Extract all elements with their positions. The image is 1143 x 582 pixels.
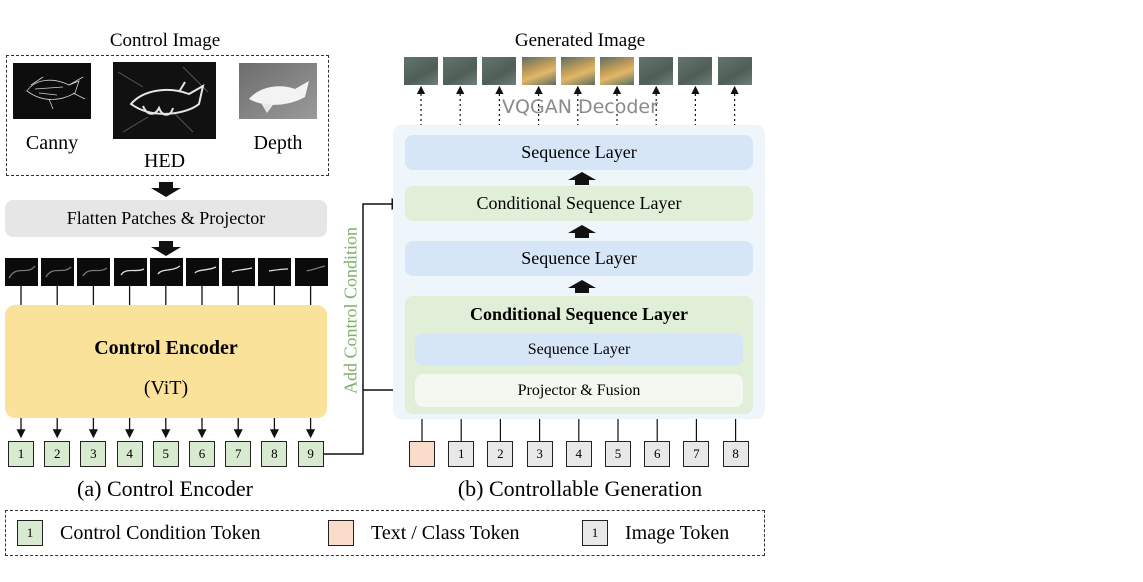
image-token: 1 — [448, 441, 475, 467]
down-arrow-icon — [151, 241, 181, 256]
inner-sequence-layer-label: Sequence Layer — [527, 340, 631, 358]
flatten-projector-box: Flatten Patches & Projector — [5, 200, 327, 237]
legend-control-token: 1 — [17, 520, 43, 546]
image-token: 8 — [722, 441, 749, 467]
control-patch — [222, 258, 256, 286]
control-patch — [77, 258, 111, 286]
generated-image-tile — [521, 57, 556, 85]
encoder-connectors — [16, 286, 316, 439]
control-token-number: 1 — [17, 446, 25, 461]
token-number: 2 — [497, 446, 504, 461]
control-token: 1 — [8, 441, 34, 467]
legend-text-label: Text / Class Token — [371, 522, 520, 544]
control-token: 8 — [261, 441, 288, 467]
generated-image-title: Generated Image — [514, 30, 646, 51]
token-number: 7 — [693, 446, 700, 461]
image-token: 5 — [605, 441, 631, 467]
legend-image-label: Image Token — [625, 522, 730, 544]
control-image-box — [6, 55, 329, 176]
vqgan-decoder-label: VQGAN Decoder — [502, 96, 658, 118]
legend-text-token — [328, 520, 354, 546]
generated-image-tile — [560, 57, 595, 85]
generated-image-tile — [678, 57, 713, 85]
legend-image-token-text: 1 — [591, 525, 599, 540]
down-arrow-icon — [151, 182, 181, 197]
generated-image-tile — [600, 57, 634, 85]
legend-image-token: 1 — [582, 520, 608, 546]
inner-sequence-layer: Sequence Layer — [415, 333, 743, 366]
control-patch — [113, 258, 147, 286]
control-token: 5 — [152, 441, 179, 467]
legend-box — [5, 510, 765, 556]
image-token: 6 — [644, 441, 671, 467]
depth-label: Depth — [253, 132, 303, 154]
control-encoder-subtitle: (ViT) — [143, 377, 189, 399]
up-arrow-icon — [568, 280, 596, 293]
token-number: 6 — [653, 446, 661, 461]
control-token-number: 9 — [307, 446, 314, 461]
control-patch — [258, 258, 292, 286]
conditional-sequence-block-title: Conditional Sequence Layer — [469, 304, 688, 324]
sequence-layer-mid: Sequence Layer — [405, 241, 753, 276]
image-token: 2 — [487, 441, 514, 467]
canny-label: Canny — [25, 132, 79, 154]
text-class-token — [409, 441, 435, 467]
image-token: 7 — [683, 441, 710, 467]
legend-control-label: Control Condition Token — [60, 522, 261, 544]
sequence-layer-mid-label: Sequence Layer — [521, 248, 637, 268]
generated-image-tile — [717, 57, 752, 85]
control-token-number: 5 — [162, 446, 170, 461]
up-arrow-icon — [568, 172, 596, 185]
canny-image — [13, 63, 91, 119]
token-number: 1 — [457, 446, 465, 461]
control-encoder-title: Control Encoder — [94, 337, 238, 359]
control-patch — [5, 258, 38, 286]
flatten-projector-label: Flatten Patches & Projector — [66, 208, 266, 228]
caption-b: (b) Controllable Generation — [457, 476, 703, 501]
caption-a: (a) Control Encoder — [77, 476, 253, 501]
control-patch — [149, 258, 183, 286]
generated-image-tile — [482, 57, 517, 85]
control-token: 7 — [225, 441, 252, 467]
control-token: 9 — [297, 441, 324, 467]
projector-fusion-box: Projector & Fusion — [415, 374, 743, 407]
control-token-number: 6 — [198, 446, 206, 461]
token-number: 8 — [732, 446, 739, 461]
up-arrow-icon — [568, 225, 596, 238]
image-token: 3 — [526, 441, 553, 467]
control-token-number: 3 — [90, 446, 97, 461]
projector-fusion-label: Projector & Fusion — [517, 381, 641, 399]
control-token-number: 7 — [234, 446, 242, 461]
conditional-sequence-layer-mid-label: Conditional Sequence Layer — [476, 193, 682, 213]
image-token: 4 — [565, 441, 592, 467]
control-token-number: 8 — [271, 446, 278, 461]
control-token: 4 — [116, 441, 143, 467]
legend-control-token-text: 1 — [26, 525, 34, 540]
control-patch — [294, 258, 328, 286]
conditional-sequence-layer-mid: Conditional Sequence Layer — [405, 186, 753, 221]
generated-image-tile — [404, 57, 438, 85]
hed-label: HED — [143, 150, 186, 172]
control-encoder-box — [5, 305, 327, 418]
depth-image — [239, 63, 317, 119]
generated-image-tile — [639, 57, 674, 85]
control-patch — [41, 258, 75, 286]
control-token-number: 4 — [126, 446, 133, 461]
sequence-layer-top: Sequence Layer — [405, 135, 753, 170]
sequence-layer-top-label: Sequence Layer — [521, 142, 637, 162]
control-token: 3 — [80, 441, 107, 467]
control-token: 2 — [44, 441, 71, 467]
hed-image — [113, 62, 216, 139]
control-patch — [186, 258, 219, 286]
control-token: 6 — [189, 441, 215, 467]
token-number: 3 — [536, 446, 543, 461]
token-number: 5 — [614, 446, 622, 461]
control-image-title: Control Image — [109, 30, 221, 51]
generated-image-tile — [443, 57, 478, 85]
control-token-number: 2 — [53, 446, 61, 461]
token-number: 4 — [575, 446, 583, 461]
